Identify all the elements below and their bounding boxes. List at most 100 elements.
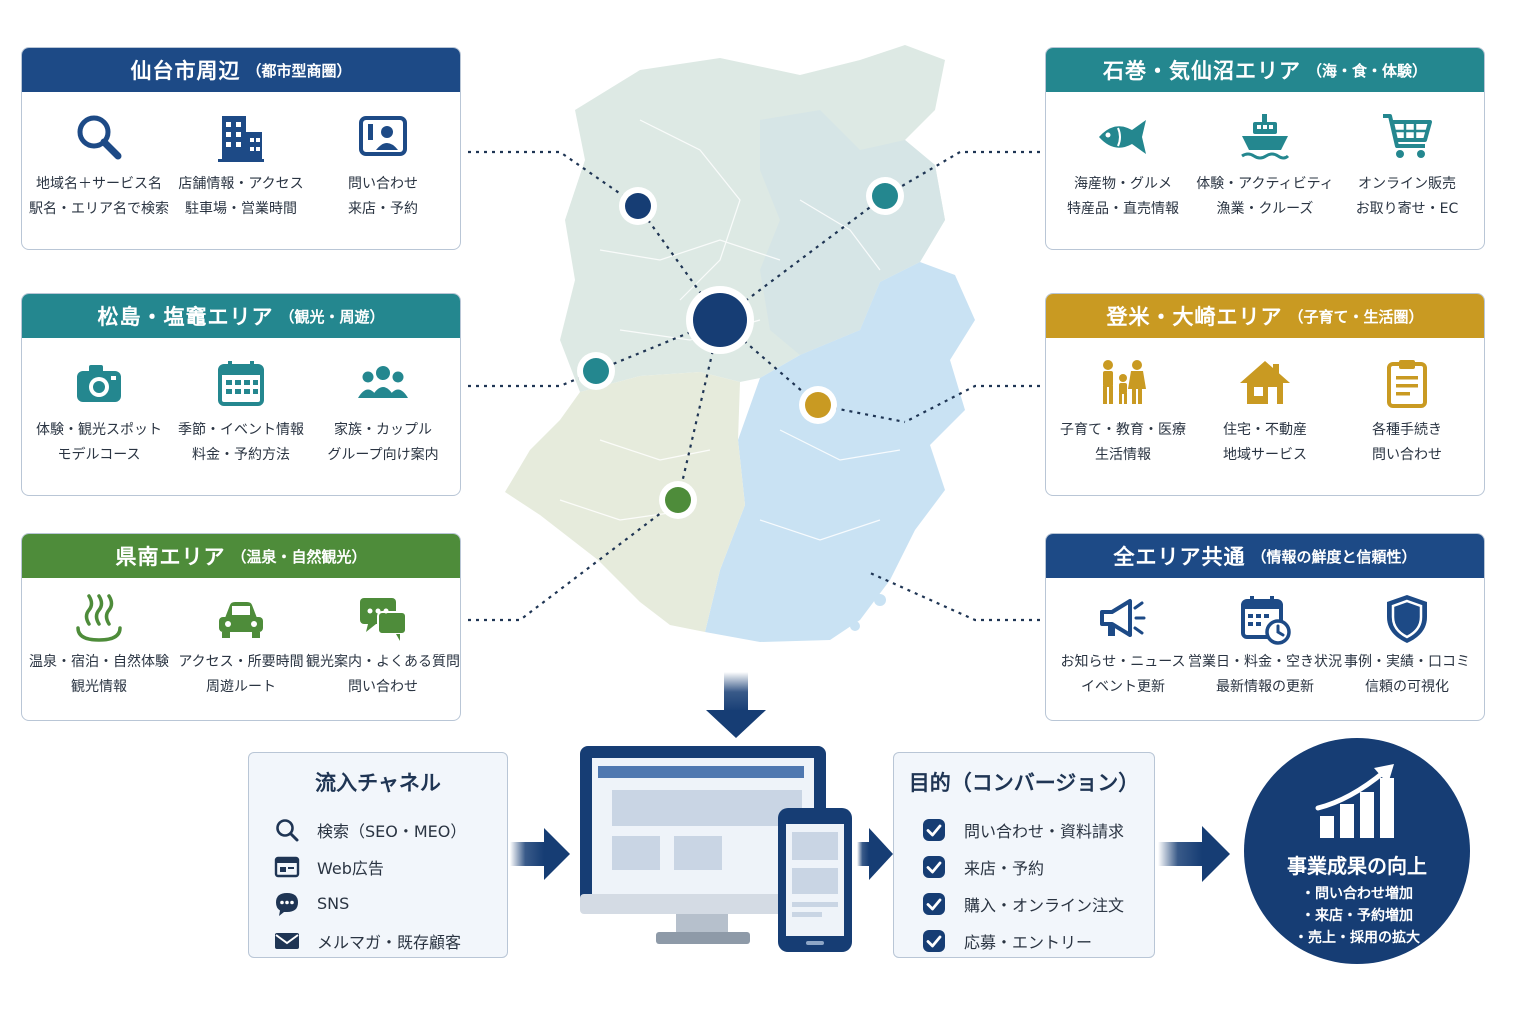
fish-icon bbox=[1096, 110, 1150, 164]
contact-card-icon bbox=[356, 110, 410, 164]
area-item: 子育て・教育・医療生活情報 bbox=[1053, 356, 1193, 468]
arrow-site-to-goals bbox=[857, 828, 893, 880]
channel-item: 検索（SEO・MEO） bbox=[273, 811, 507, 848]
area-item-line1: オンライン販売 bbox=[1358, 176, 1456, 192]
area-card-header: 県南エリア （温泉・自然観光） bbox=[22, 534, 460, 578]
area-item: 観光案内・よくある質問問い合わせ bbox=[306, 592, 460, 700]
area-subtitle: （情報の鮮度と信頼性） bbox=[1251, 547, 1417, 566]
goal-label: 問い合わせ・資料請求 bbox=[964, 821, 1125, 841]
area-item: 各種手続き問い合わせ bbox=[1337, 356, 1477, 468]
desktop-monitor-illustration bbox=[580, 746, 826, 944]
area-item-line2: モデルコース bbox=[57, 447, 141, 463]
area-card-common: 全エリア共通 （情報の鮮度と信頼性） お知らせ・ニュースイベント更新 営業日・料… bbox=[1045, 533, 1485, 721]
area-item-line1: 体験・観光スポット bbox=[36, 422, 162, 438]
area-item-line2: 周遊ルート bbox=[206, 679, 276, 695]
area-item: お知らせ・ニュースイベント更新 bbox=[1053, 592, 1193, 700]
area-item: 店舗情報・アクセス駐車場・営業時間 bbox=[171, 110, 311, 222]
goal-label: 来店・予約 bbox=[964, 858, 1045, 878]
area-item: 地域名＋サービス名駅名・エリア名で検索 bbox=[29, 110, 169, 222]
arrow-channels-to-site bbox=[510, 828, 570, 880]
area-item-line2: 特産品・直売情報 bbox=[1067, 201, 1179, 217]
calendar-icon bbox=[214, 356, 268, 410]
area-item-line1: 事例・実績・口コミ bbox=[1344, 654, 1470, 670]
area-item-line2: 信頼の可視化 bbox=[1365, 679, 1449, 695]
area-item-line2: 漁業・クルーズ bbox=[1216, 201, 1314, 217]
channels-panel: 流入チャネル 検索（SEO・MEO） Web広告 SNS メルマガ・既存顧客 bbox=[248, 752, 508, 958]
channel-label: メルマガ・既存顧客 bbox=[317, 932, 462, 952]
area-item: 家族・カップルグループ向け案内 bbox=[313, 356, 453, 468]
goal-label: 応募・エントリー bbox=[964, 932, 1093, 952]
building-icon bbox=[214, 110, 268, 164]
area-item-line1: 地域名＋サービス名 bbox=[36, 176, 162, 192]
envelope-icon bbox=[273, 927, 301, 955]
area-item-line1: 各種手続き bbox=[1372, 422, 1442, 438]
growth-chart-icon bbox=[1315, 764, 1394, 838]
prefecture-map bbox=[505, 45, 975, 642]
result-item: ・売上・採用の拡大 bbox=[1294, 930, 1420, 946]
area-title: 仙台市周辺 bbox=[130, 59, 241, 83]
area-item: 営業日・料金・空き状況最新情報の更新 bbox=[1188, 592, 1342, 700]
connector-ishinomaki bbox=[884, 150, 1040, 197]
result-item: ・来店・予約増加 bbox=[1301, 908, 1413, 924]
area-card-kennan: 県南エリア （温泉・自然観光） 温泉・宿泊・自然体験観光情報 アクセス・所要時間… bbox=[21, 533, 461, 721]
search-icon bbox=[72, 110, 126, 164]
area-item: 住宅・不動産地域サービス bbox=[1195, 356, 1335, 468]
area-card-header: 石巻・気仙沼エリア （海・食・体験） bbox=[1046, 48, 1484, 92]
map-region-south bbox=[505, 372, 745, 632]
map-nodes bbox=[577, 177, 904, 519]
boat-icon bbox=[1238, 110, 1292, 164]
channel-label: 検索（SEO・MEO） bbox=[317, 821, 467, 841]
check-icon bbox=[920, 816, 948, 844]
area-subtitle: （観光・周遊） bbox=[279, 307, 385, 326]
result-circle: 事業成果の向上 ・問い合わせ増加 ・来店・予約増加 ・売上・採用の拡大 bbox=[1244, 738, 1470, 964]
goals-title: 目的（コンバージョン） bbox=[908, 771, 1140, 795]
area-item-line1: 季節・イベント情報 bbox=[178, 422, 304, 438]
goal-item: 来店・予約 bbox=[920, 848, 1154, 885]
area-card-header: 全エリア共通 （情報の鮮度と信頼性） bbox=[1046, 534, 1484, 578]
area-card-ishinomaki: 石巻・気仙沼エリア （海・食・体験） 海産物・グルメ特産品・直売情報 体験・アク… bbox=[1045, 47, 1485, 250]
connector-tome bbox=[904, 384, 1040, 423]
channel-item: SNS bbox=[273, 885, 507, 922]
result-list: ・問い合わせ増加 ・来店・予約増加 ・売上・採用の拡大 bbox=[1244, 883, 1470, 949]
group-icon bbox=[356, 356, 410, 410]
check-icon bbox=[920, 927, 948, 955]
area-item-line1: 店舗情報・アクセス bbox=[178, 176, 304, 192]
channel-item: メルマガ・既存顧客 bbox=[273, 922, 507, 959]
area-item-line1: 営業日・料金・空き状況 bbox=[1188, 654, 1342, 670]
area-item: 体験・アクティビティ漁業・クルーズ bbox=[1195, 110, 1335, 222]
car-icon bbox=[214, 592, 268, 646]
area-card-tome: 登米・大崎エリア （子育て・生活圏） 子育て・教育・医療生活情報 住宅・不動産地… bbox=[1045, 293, 1485, 496]
area-item-line2: お取り寄せ・EC bbox=[1355, 201, 1459, 217]
area-card-sendai: 仙台市周辺 （都市型商圏） 地域名＋サービス名駅名・エリア名で検索 店舗情報・ア… bbox=[21, 47, 461, 250]
smartphone-illustration bbox=[778, 808, 852, 952]
area-card-header: 仙台市周辺 （都市型商圏） bbox=[22, 48, 460, 92]
search-icon bbox=[273, 816, 301, 844]
connector-kennan bbox=[468, 499, 679, 622]
area-item: アクセス・所要時間周遊ルート bbox=[171, 592, 311, 700]
area-item: オンライン販売お取り寄せ・EC bbox=[1337, 110, 1477, 222]
channel-label: Web広告 bbox=[317, 858, 384, 878]
area-item: 季節・イベント情報料金・予約方法 bbox=[171, 356, 311, 468]
area-item-line2: 問い合わせ bbox=[1372, 447, 1442, 463]
channel-item: Web広告 bbox=[273, 848, 507, 885]
goal-label: 購入・オンライン注文 bbox=[964, 895, 1125, 915]
area-item-line1: 体験・アクティビティ bbox=[1196, 176, 1334, 192]
house-icon bbox=[1238, 356, 1292, 410]
channel-label: SNS bbox=[317, 894, 350, 913]
area-item-line2: 料金・予約方法 bbox=[192, 447, 290, 463]
goal-item: 問い合わせ・資料請求 bbox=[920, 811, 1154, 848]
area-subtitle: （都市型商圏） bbox=[246, 61, 352, 80]
connector-tome-dot bbox=[817, 403, 906, 424]
clipboard-icon bbox=[1380, 356, 1434, 410]
chat-icon bbox=[356, 592, 410, 646]
area-title: 登米・大崎エリア bbox=[1106, 305, 1283, 329]
area-item-line2: 駅名・エリア名で検索 bbox=[29, 201, 169, 217]
speech-bubble-icon bbox=[273, 890, 301, 918]
calendar-clock-icon bbox=[1238, 592, 1292, 646]
check-icon bbox=[920, 890, 948, 918]
area-card-header: 登米・大崎エリア （子育て・生活圏） bbox=[1046, 294, 1484, 338]
area-subtitle: （温泉・自然観光） bbox=[231, 547, 367, 566]
area-item-line1: 問い合わせ bbox=[348, 176, 418, 192]
arrow-goals-to-result bbox=[1158, 826, 1230, 882]
area-title: 石巻・気仙沼エリア bbox=[1102, 59, 1301, 83]
